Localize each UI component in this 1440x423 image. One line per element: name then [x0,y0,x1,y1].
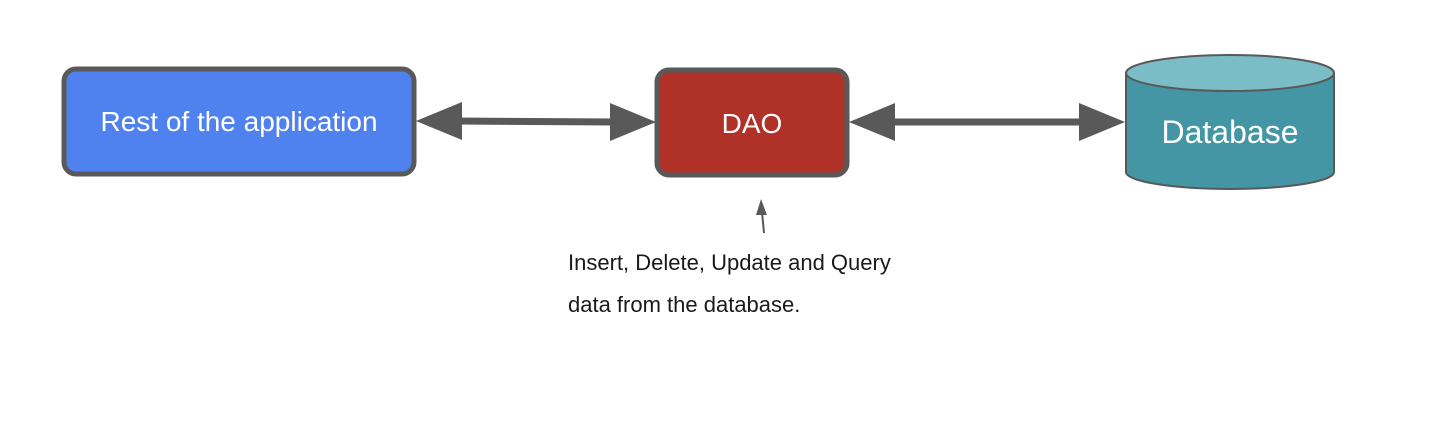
annotation-line-1: Insert, Delete, Update and Query [568,250,891,275]
arrow-app-dao-shaft [454,117,616,126]
annotation-pointer-shaft [761,211,765,234]
app-box [61,66,417,177]
arrow-dao-database-head-right [1079,103,1125,141]
arrow-app-dao-head-left [416,102,462,140]
database-cylinder-body [1125,73,1335,190]
arrow-dao-database [849,103,1125,141]
node-dao: DAO [654,67,850,178]
annotation-pointer-arrow [756,199,767,234]
annotation-line-2: data from the database. [568,292,800,317]
dao-label: DAO [722,108,783,139]
arrow-app-dao-head-right [610,103,656,141]
dao-box [654,67,850,178]
arrow-app-dao [416,102,656,141]
arrow-dao-database-head-left [849,103,895,141]
node-rest-of-application: Rest of the application [61,66,417,177]
annotation-pointer-head [756,199,767,215]
database-cylinder-top [1125,54,1335,92]
node-database: Database [1125,54,1335,190]
database-label: Database [1162,114,1299,150]
annotation: Insert, Delete, Update and Query data fr… [568,250,891,317]
app-label: Rest of the application [100,106,377,137]
